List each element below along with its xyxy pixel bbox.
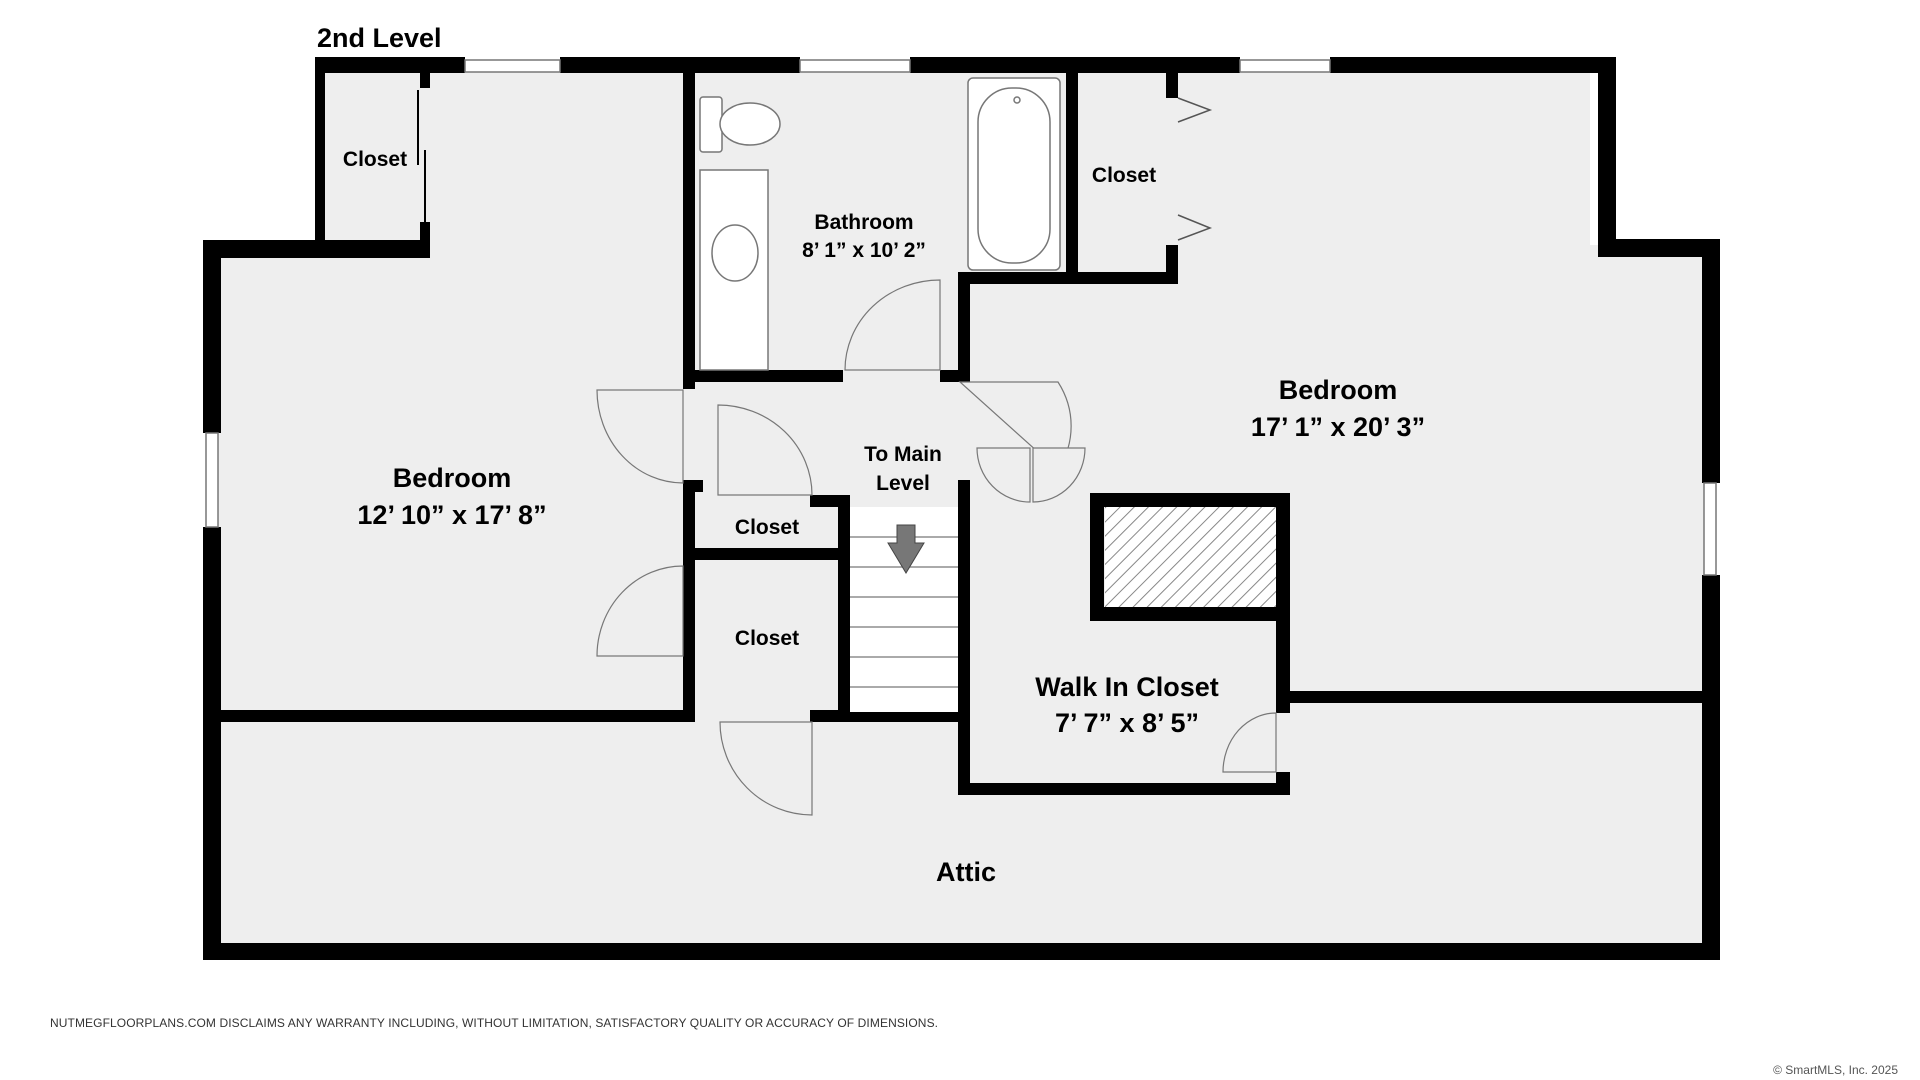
closet-center-large-label: Closet: [735, 627, 799, 650]
toilet-bowl-icon: [719, 102, 781, 146]
copyright-text: © SmartMLS, Inc. 2025: [1773, 1063, 1898, 1077]
sink-icon: [711, 224, 759, 282]
wall-outer: [1702, 575, 1720, 960]
wall-outer: [203, 943, 1720, 960]
bedroom-right-dims: 17’ 1” x 20’ 3”: [1251, 412, 1425, 442]
walls: [203, 57, 1720, 960]
wall-outer: [1598, 239, 1720, 257]
wall-closet: [1166, 73, 1178, 98]
wall-bath: [958, 272, 970, 382]
wall-bath: [1066, 73, 1078, 284]
wall-closet: [810, 495, 845, 507]
wall-walkin: [958, 783, 1283, 795]
wall-walkin: [1090, 493, 1104, 621]
walk-in-closet-dims: 7’ 7” x 8’ 5”: [1055, 708, 1199, 738]
attic-label: Attic: [936, 857, 996, 887]
bathtub-basin: [977, 87, 1051, 264]
wall-closet: [1166, 245, 1178, 284]
wall-walkin: [1090, 607, 1290, 621]
toilet-tank-icon: [699, 96, 723, 153]
wall-attic: [210, 710, 690, 722]
floor-top-mid: [690, 65, 1590, 265]
bedroom-right-name: Bedroom: [1279, 375, 1398, 405]
floor-top-left: [320, 65, 690, 255]
window: [205, 432, 219, 528]
wall-outer: [203, 527, 221, 960]
windows: [205, 59, 1717, 576]
walk-in-closet-name: Walk In Closet: [1035, 672, 1219, 702]
door-swings: [596, 279, 1277, 816]
window: [1239, 59, 1331, 73]
wall-stair: [838, 495, 850, 722]
wall-closet: [325, 240, 430, 258]
bedroom-left-dims: 12’ 10” x 17’ 8”: [357, 500, 546, 530]
wall-outer: [203, 240, 325, 258]
wall-outer: [315, 57, 465, 73]
wall-outer: [203, 240, 221, 433]
stairs-label-line2: Level: [876, 472, 930, 495]
chimney-hatch: [1105, 507, 1280, 610]
stairs-label-line1: To Main: [864, 443, 942, 466]
wall-closet: [420, 222, 430, 258]
wall-stair: [958, 480, 970, 795]
wall-closet: [420, 73, 430, 88]
bathroom-name: Bathroom: [814, 211, 913, 234]
wall-walkin: [1276, 772, 1290, 795]
window: [1703, 482, 1717, 576]
drain-icon: [1013, 96, 1021, 104]
sliding-door: [417, 90, 426, 222]
closet-top-right-label: Closet: [1092, 164, 1156, 187]
wall-closet: [683, 548, 843, 560]
wall-outer: [1702, 239, 1720, 483]
stairs: [850, 507, 958, 712]
wall-attic: [1276, 691, 1720, 703]
bathroom-dims: 8’ 1” x 10’ 2”: [802, 239, 926, 262]
wall-attic: [810, 710, 965, 722]
wall-walkin: [1090, 493, 1290, 507]
window: [464, 59, 561, 73]
wall-outer: [315, 57, 325, 247]
window: [799, 59, 911, 73]
arrow-down-icon: [887, 524, 925, 574]
bedroom-left-name: Bedroom: [393, 463, 512, 493]
bifold-door: [1177, 97, 1213, 241]
closet-center-small-label: Closet: [735, 516, 799, 539]
bathroom-fixtures: [699, 77, 1061, 371]
wall-outer: [1330, 57, 1610, 73]
wall-closet: [683, 480, 703, 492]
wall-bath: [683, 73, 695, 389]
wall-outer: [560, 57, 800, 73]
wall-outer: [910, 57, 1240, 73]
closet-top-left-label: Closet: [343, 148, 407, 171]
disclaimer-text: NUTMEGFLOORPLANS.COM DISCLAIMS ANY WARRA…: [50, 1016, 939, 1030]
level-title: 2nd Level: [317, 23, 442, 53]
wall-walkin: [1276, 493, 1290, 713]
wall-bath: [683, 370, 843, 382]
wall-outer: [1598, 57, 1616, 257]
wall-closet: [683, 656, 695, 722]
